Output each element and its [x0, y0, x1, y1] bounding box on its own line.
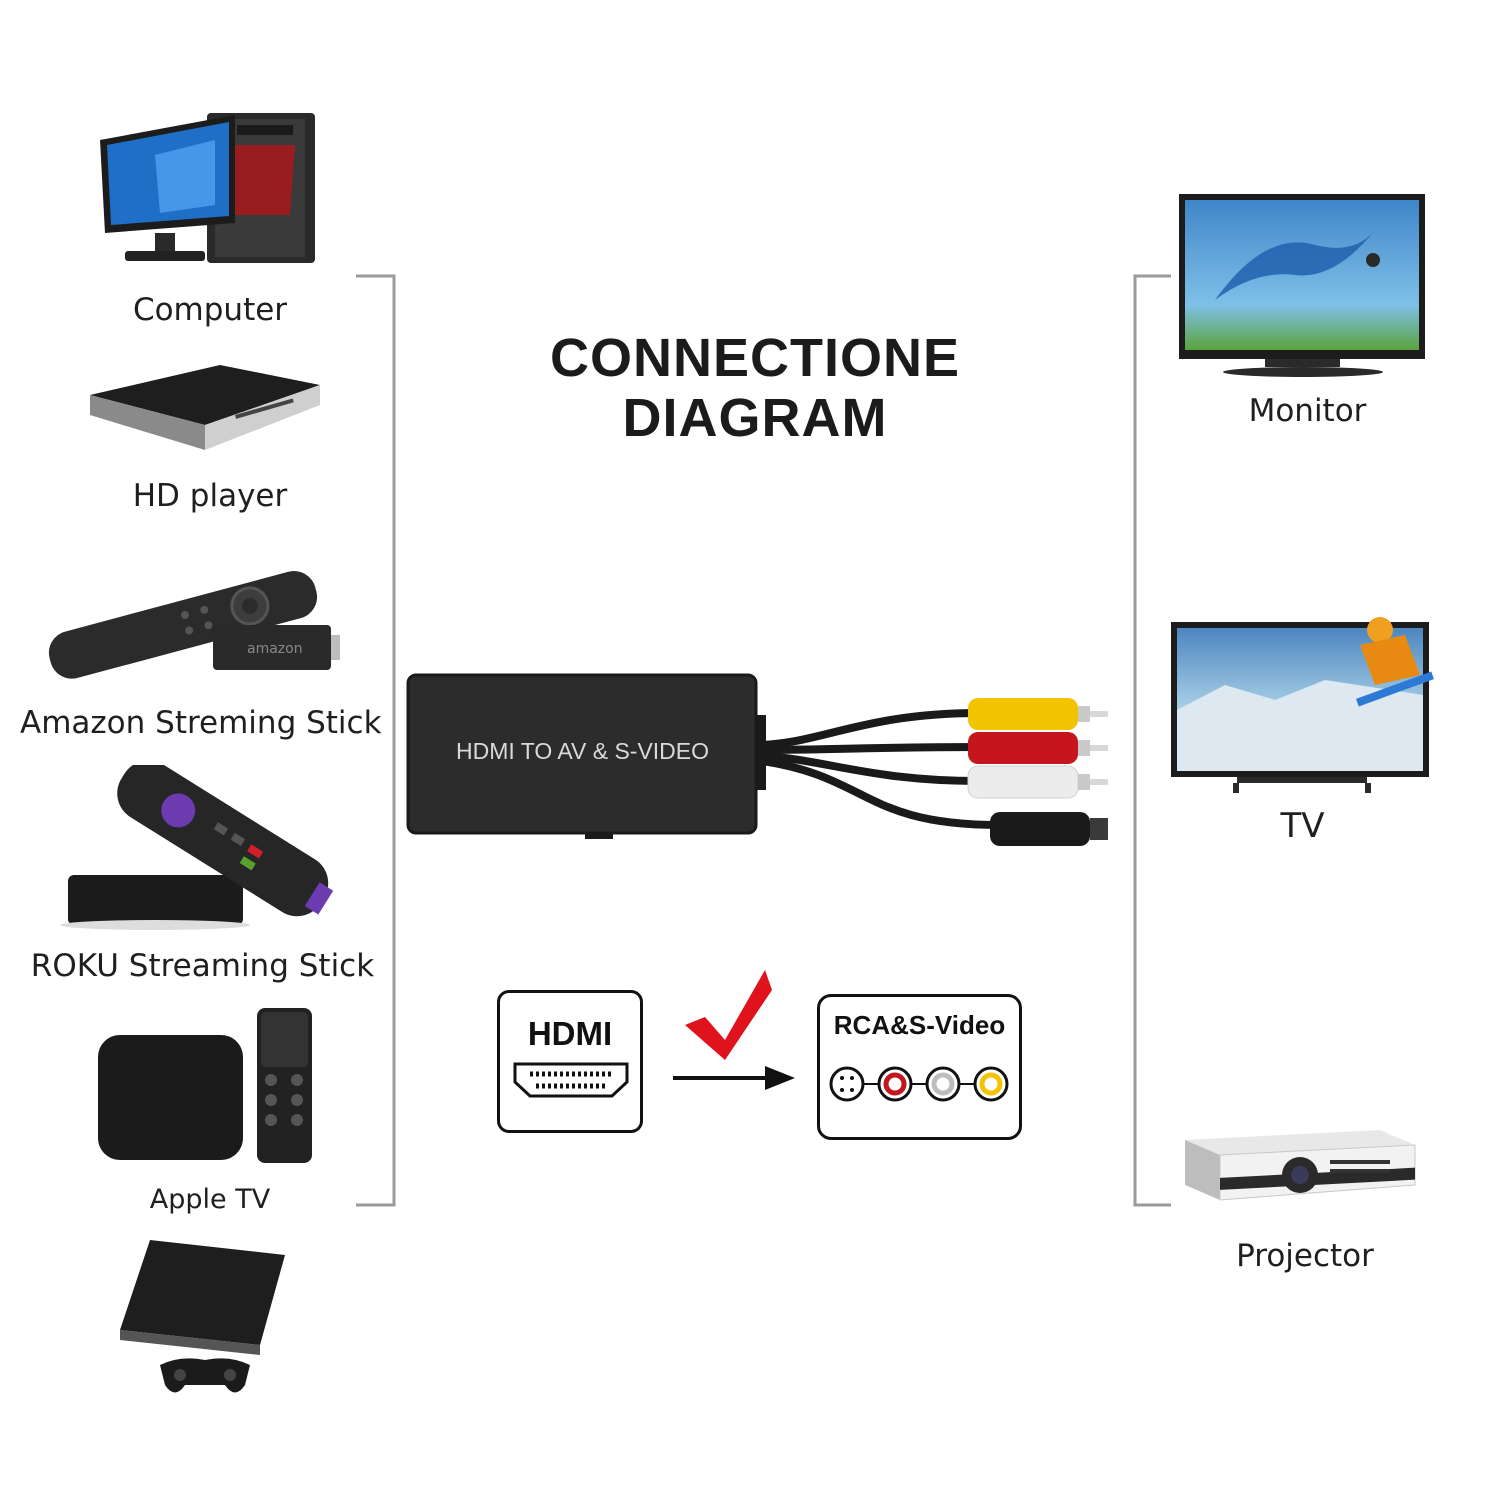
output-label-projector: Projector — [1236, 1238, 1374, 1274]
amazon-stick-icon: amazon — [48, 571, 340, 679]
computer-icon — [100, 113, 315, 263]
roku-stick-icon — [60, 765, 334, 930]
converter-device — [406, 673, 1001, 839]
red-port-icon — [877, 1066, 913, 1102]
rca-svideo-output-box — [817, 994, 1022, 1140]
tv-icon — [1171, 617, 1434, 793]
flow-arrow-icon — [673, 1066, 795, 1090]
svg-text:amazon: amazon — [247, 641, 303, 657]
white-port-icon — [925, 1066, 961, 1102]
yellow-rca-plug — [968, 698, 1108, 730]
source-label-computer: Computer — [132, 292, 288, 328]
monitor-icon — [1179, 194, 1425, 377]
rca-svideo-label: RCA&S-Video — [833, 1010, 1006, 1040]
svideo-port-icon — [829, 1066, 865, 1102]
hdmi-port-icon — [513, 1062, 629, 1098]
yellow-port-icon — [973, 1066, 1009, 1102]
source-label-apple-tv: Apple TV — [149, 1184, 271, 1215]
apple-tv-icon — [98, 1008, 312, 1163]
diagram-title: CONNECTIONE DIAGRAM — [500, 328, 1010, 448]
converter-label: HDMI TO AV & S-VIDEO — [455, 738, 710, 764]
source-label-amazon-stick: Amazon Streming Stick — [20, 705, 382, 741]
source-label-roku-stick: ROKU Streaming Stick — [30, 948, 375, 984]
svideo-plug — [990, 812, 1108, 846]
hdmi-input-box — [497, 990, 643, 1133]
title-line-1: CONNECTIONE — [549, 328, 960, 388]
output-label-monitor: Monitor — [1248, 393, 1367, 429]
title-line-2: DIAGRAM — [622, 388, 888, 448]
connector-row-icon — [829, 1066, 1009, 1102]
red-rca-plug — [968, 732, 1108, 764]
source-label-hd-player: HD player — [132, 478, 288, 514]
hd-player-icon — [90, 365, 320, 450]
source-bracket — [356, 274, 396, 1207]
projector-icon — [1185, 1130, 1416, 1201]
game-console-icon — [120, 1240, 285, 1393]
output-label-tv: TV — [1280, 806, 1325, 846]
output-bracket — [1133, 274, 1171, 1207]
rca-plug-group — [967, 698, 1108, 846]
red-check-icon — [685, 970, 772, 1060]
hdmi-label: HDMI — [527, 1015, 613, 1052]
white-rca-plug — [967, 765, 1108, 799]
